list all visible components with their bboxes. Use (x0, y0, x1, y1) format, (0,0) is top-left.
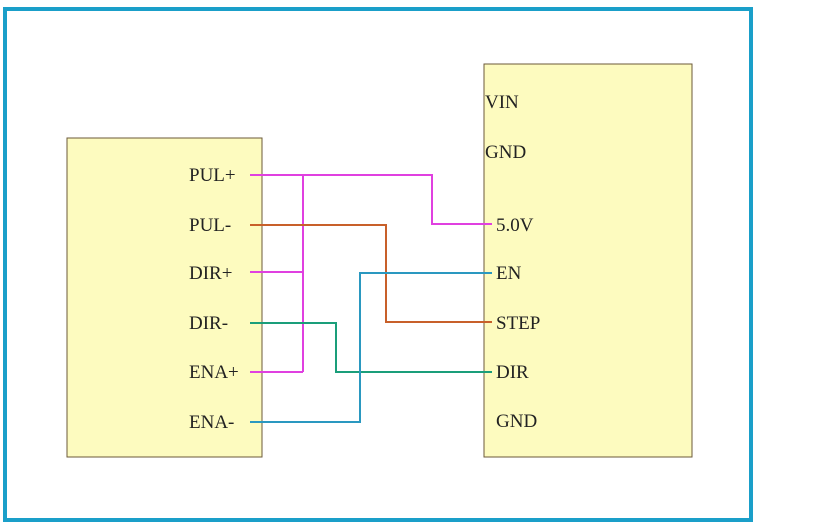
wire-dir-minus-to-dir (250, 322, 492, 373)
wire-ena-minus-to-en (250, 272, 492, 423)
left-pin-dir-plus: DIR+ (189, 263, 232, 284)
wires (250, 174, 492, 423)
right-pin-en: EN (496, 263, 522, 284)
left-pin-ena-plus: ENA+ (189, 362, 239, 383)
right-pin-5v: 5.0V (496, 215, 534, 236)
right-pin-step: STEP (496, 313, 540, 334)
stepper-driver-box (66, 137, 263, 458)
wire-pul-plus-to-5v (250, 174, 492, 225)
left-pin-dir-minus: DIR- (189, 313, 228, 334)
right-pin-gnd-top: GND (485, 142, 526, 163)
right-pin-dir: DIR (496, 362, 529, 383)
right-pin-gnd-bottom: GND (496, 411, 537, 432)
left-pin-pul-minus: PUL- (189, 215, 231, 236)
right-pin-vin: VIN (485, 92, 519, 113)
controller-board-box (483, 63, 693, 458)
left-pin-pul-plus: PUL+ (189, 165, 236, 186)
right-pin-labels: VIN GND 5.0V EN STEP DIR GND (485, 92, 540, 432)
left-pin-ena-minus: ENA- (189, 412, 234, 433)
left-pin-labels: PUL+ PUL- DIR+ DIR- ENA+ ENA- (189, 165, 239, 433)
